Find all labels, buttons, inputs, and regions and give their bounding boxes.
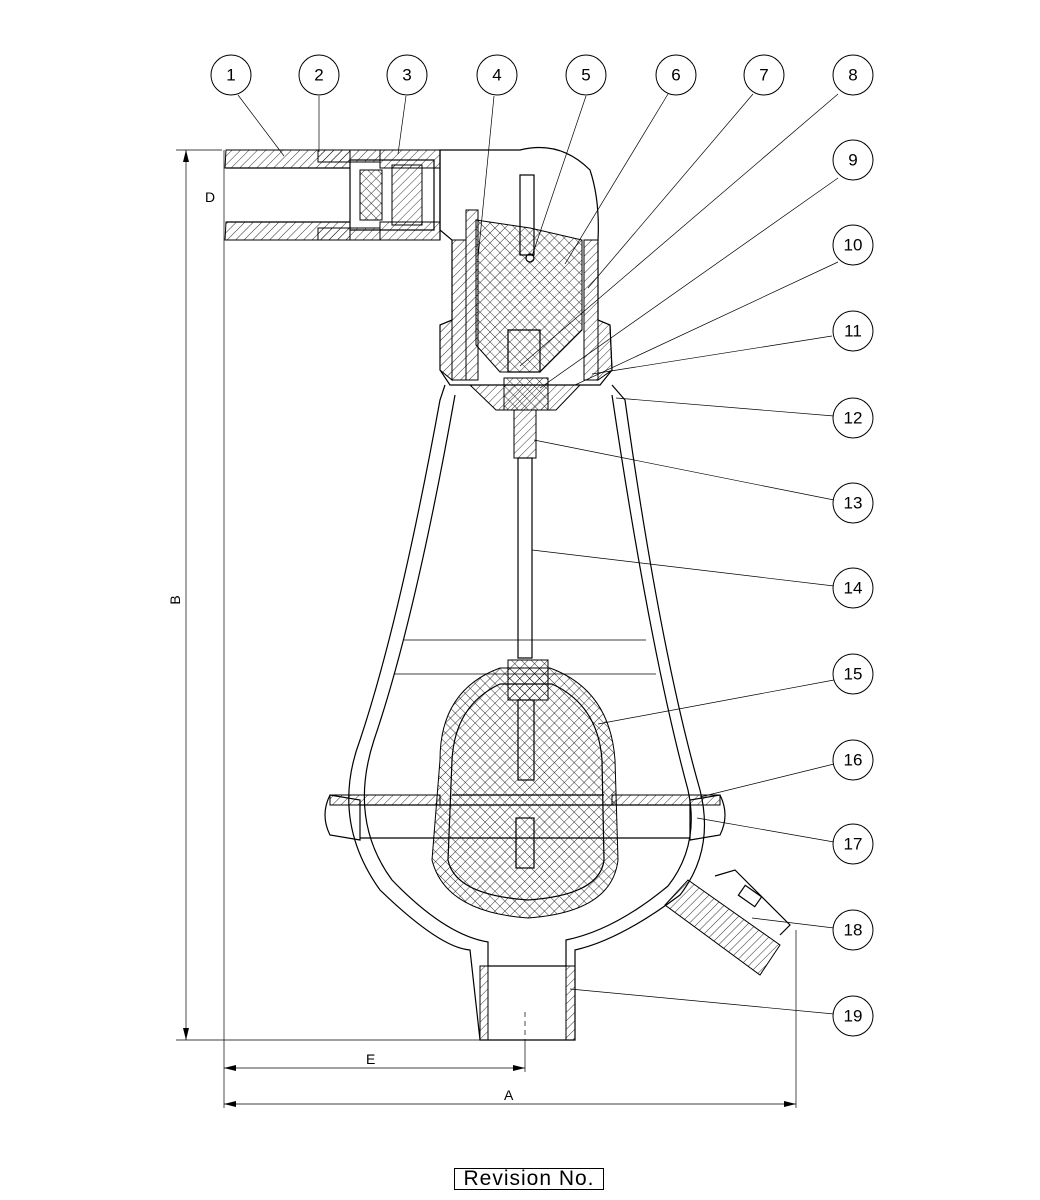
svg-text:6: 6 — [671, 66, 680, 85]
svg-text:2: 2 — [314, 66, 323, 85]
outlet-pipe — [224, 149, 441, 241]
item-balloon-14: 14 — [832, 567, 874, 609]
item-balloon-18: 18 — [832, 909, 874, 951]
svg-text:7: 7 — [759, 66, 768, 85]
item-balloon-7: 7 — [743, 54, 785, 96]
item-balloon-5: 5 — [565, 54, 607, 96]
svg-text:19: 19 — [844, 1007, 863, 1026]
svg-text:12: 12 — [844, 409, 863, 428]
item-balloon-13: 13 — [832, 482, 874, 524]
item-balloon-4: 4 — [476, 54, 518, 96]
revision-label: Revision No. — [454, 1168, 604, 1190]
svg-text:15: 15 — [844, 665, 863, 684]
dimension-b-label: B — [167, 595, 183, 604]
svg-text:1: 1 — [226, 66, 235, 85]
valve-head — [439, 146, 613, 411]
svg-text:4: 4 — [492, 66, 501, 85]
item-balloon-1: 1 — [210, 54, 252, 96]
svg-text:17: 17 — [844, 835, 863, 854]
float-assembly — [431, 409, 619, 919]
item-balloon-15: 15 — [832, 653, 874, 695]
svg-text:10: 10 — [844, 236, 863, 255]
svg-text:9: 9 — [848, 151, 857, 170]
svg-text:11: 11 — [844, 322, 862, 341]
valve-body — [324, 384, 726, 1041]
dimension-a-label: A — [504, 1087, 514, 1103]
svg-text:3: 3 — [402, 66, 411, 85]
svg-text:5: 5 — [581, 66, 590, 85]
item-balloon-12: 12 — [832, 397, 874, 439]
dimension-e-label: E — [366, 1051, 375, 1067]
svg-text:8: 8 — [848, 66, 857, 85]
svg-text:16: 16 — [844, 751, 863, 770]
item-balloon-6: 6 — [655, 54, 697, 96]
item-balloon-2: 2 — [298, 54, 340, 96]
item-balloons: 1 2 3 4 5 6 7 8 9 10 11 12 13 14 15 16 1… — [210, 54, 874, 1037]
svg-text:13: 13 — [844, 494, 863, 513]
item-balloon-3: 3 — [386, 54, 428, 96]
item-balloon-16: 16 — [832, 739, 874, 781]
item-balloon-17: 17 — [832, 823, 874, 865]
svg-text:14: 14 — [844, 579, 863, 598]
svg-text:18: 18 — [844, 921, 863, 940]
item-balloon-9: 9 — [832, 139, 874, 181]
item-balloon-19: 19 — [832, 995, 874, 1037]
drain-valve — [664, 869, 791, 976]
item-balloon-10: 10 — [832, 224, 874, 266]
item-balloon-11: 11 — [832, 310, 874, 352]
dimension-d-label: D — [205, 189, 215, 205]
dimension-lines — [176, 149, 797, 1108]
item-balloon-8: 8 — [832, 54, 874, 96]
